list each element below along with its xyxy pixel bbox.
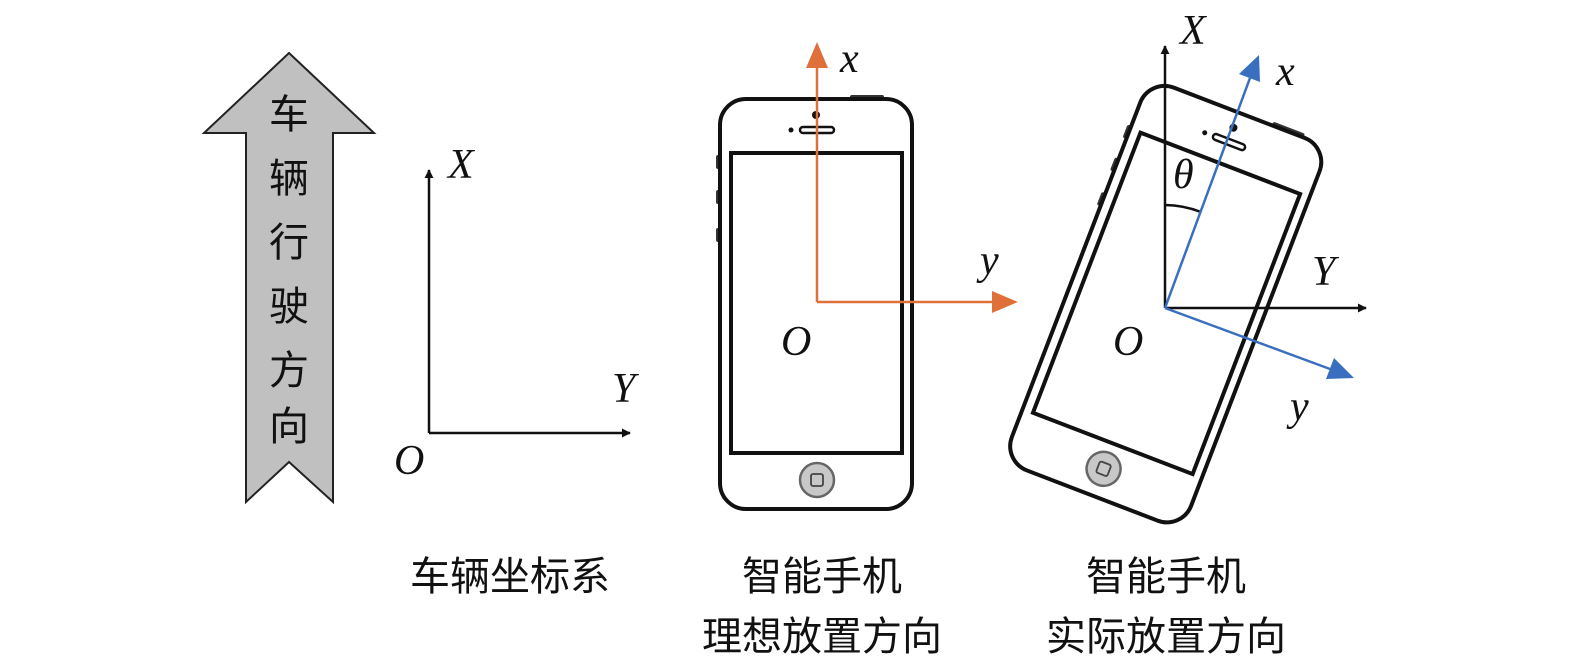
phone-ideal-home-square-icon [810,473,824,487]
phone-actual-label-Y: Y [1312,249,1340,295]
phone-ideal-caption-line2: 理想放置方向 [702,614,942,660]
arrow-char-1: 车 [269,92,309,138]
phone-actual-sensor-icon [1202,130,1208,136]
phone-ideal: x y O [716,36,1018,511]
phone-actual-label-y: y [1286,384,1309,430]
vehicle-caption: 车辆坐标系 [410,554,610,600]
arrow-char-3: 行 [269,220,309,266]
phone-actual-y-arrowhead [1326,358,1354,379]
arrow-char-2: 辆 [269,156,309,202]
phone-actual-home-button-icon [1085,450,1122,488]
theta-label: θ [1173,152,1194,198]
phone-actual-caption-line1: 智能手机 [1086,554,1246,600]
phone-actual-label-X: X [1178,8,1208,54]
arrow-char-4: 驶 [269,284,309,330]
vehicle-coordinate-system: X Y O [394,142,640,484]
phone-actual: X x Y y O θ [1008,8,1367,525]
phone-actual-x-axis [1163,77,1252,309]
phone-ideal-label-x: x [839,36,859,82]
phone-actual-y-axis [1164,306,1331,371]
phone-actual-x-arrowhead [1239,55,1260,82]
phone-ideal-x-arrowhead [806,42,828,68]
phone-actual-home-square-icon [1095,460,1112,477]
vehicle-label-X: X [446,142,476,188]
driving-arrow-shape [201,51,377,505]
phone-actual-speaker-icon [1211,132,1247,152]
phone-ideal-label-y: y [976,238,999,284]
vehicle-label-O: O [394,438,424,484]
arrow-char-6: 向 [269,404,309,450]
phone-ideal-caption-line1: 智能手机 [742,554,902,600]
phone-ideal-sensor-icon [788,127,794,133]
arrow-char-5: 方 [269,348,309,394]
phone-actual-caption-line2: 实际放置方向 [1046,614,1286,660]
phone-ideal-home-button-icon [798,461,836,499]
phone-ideal-label-O: O [781,319,811,365]
phone-actual-label-O: O [1113,319,1143,365]
phone-ideal-y-arrowhead [992,291,1018,313]
driving-direction-arrow: 车 辆 行 驶 方 向 [201,51,377,505]
vehicle-label-Y: Y [612,366,640,412]
phone-actual-label-x: x [1275,49,1295,95]
